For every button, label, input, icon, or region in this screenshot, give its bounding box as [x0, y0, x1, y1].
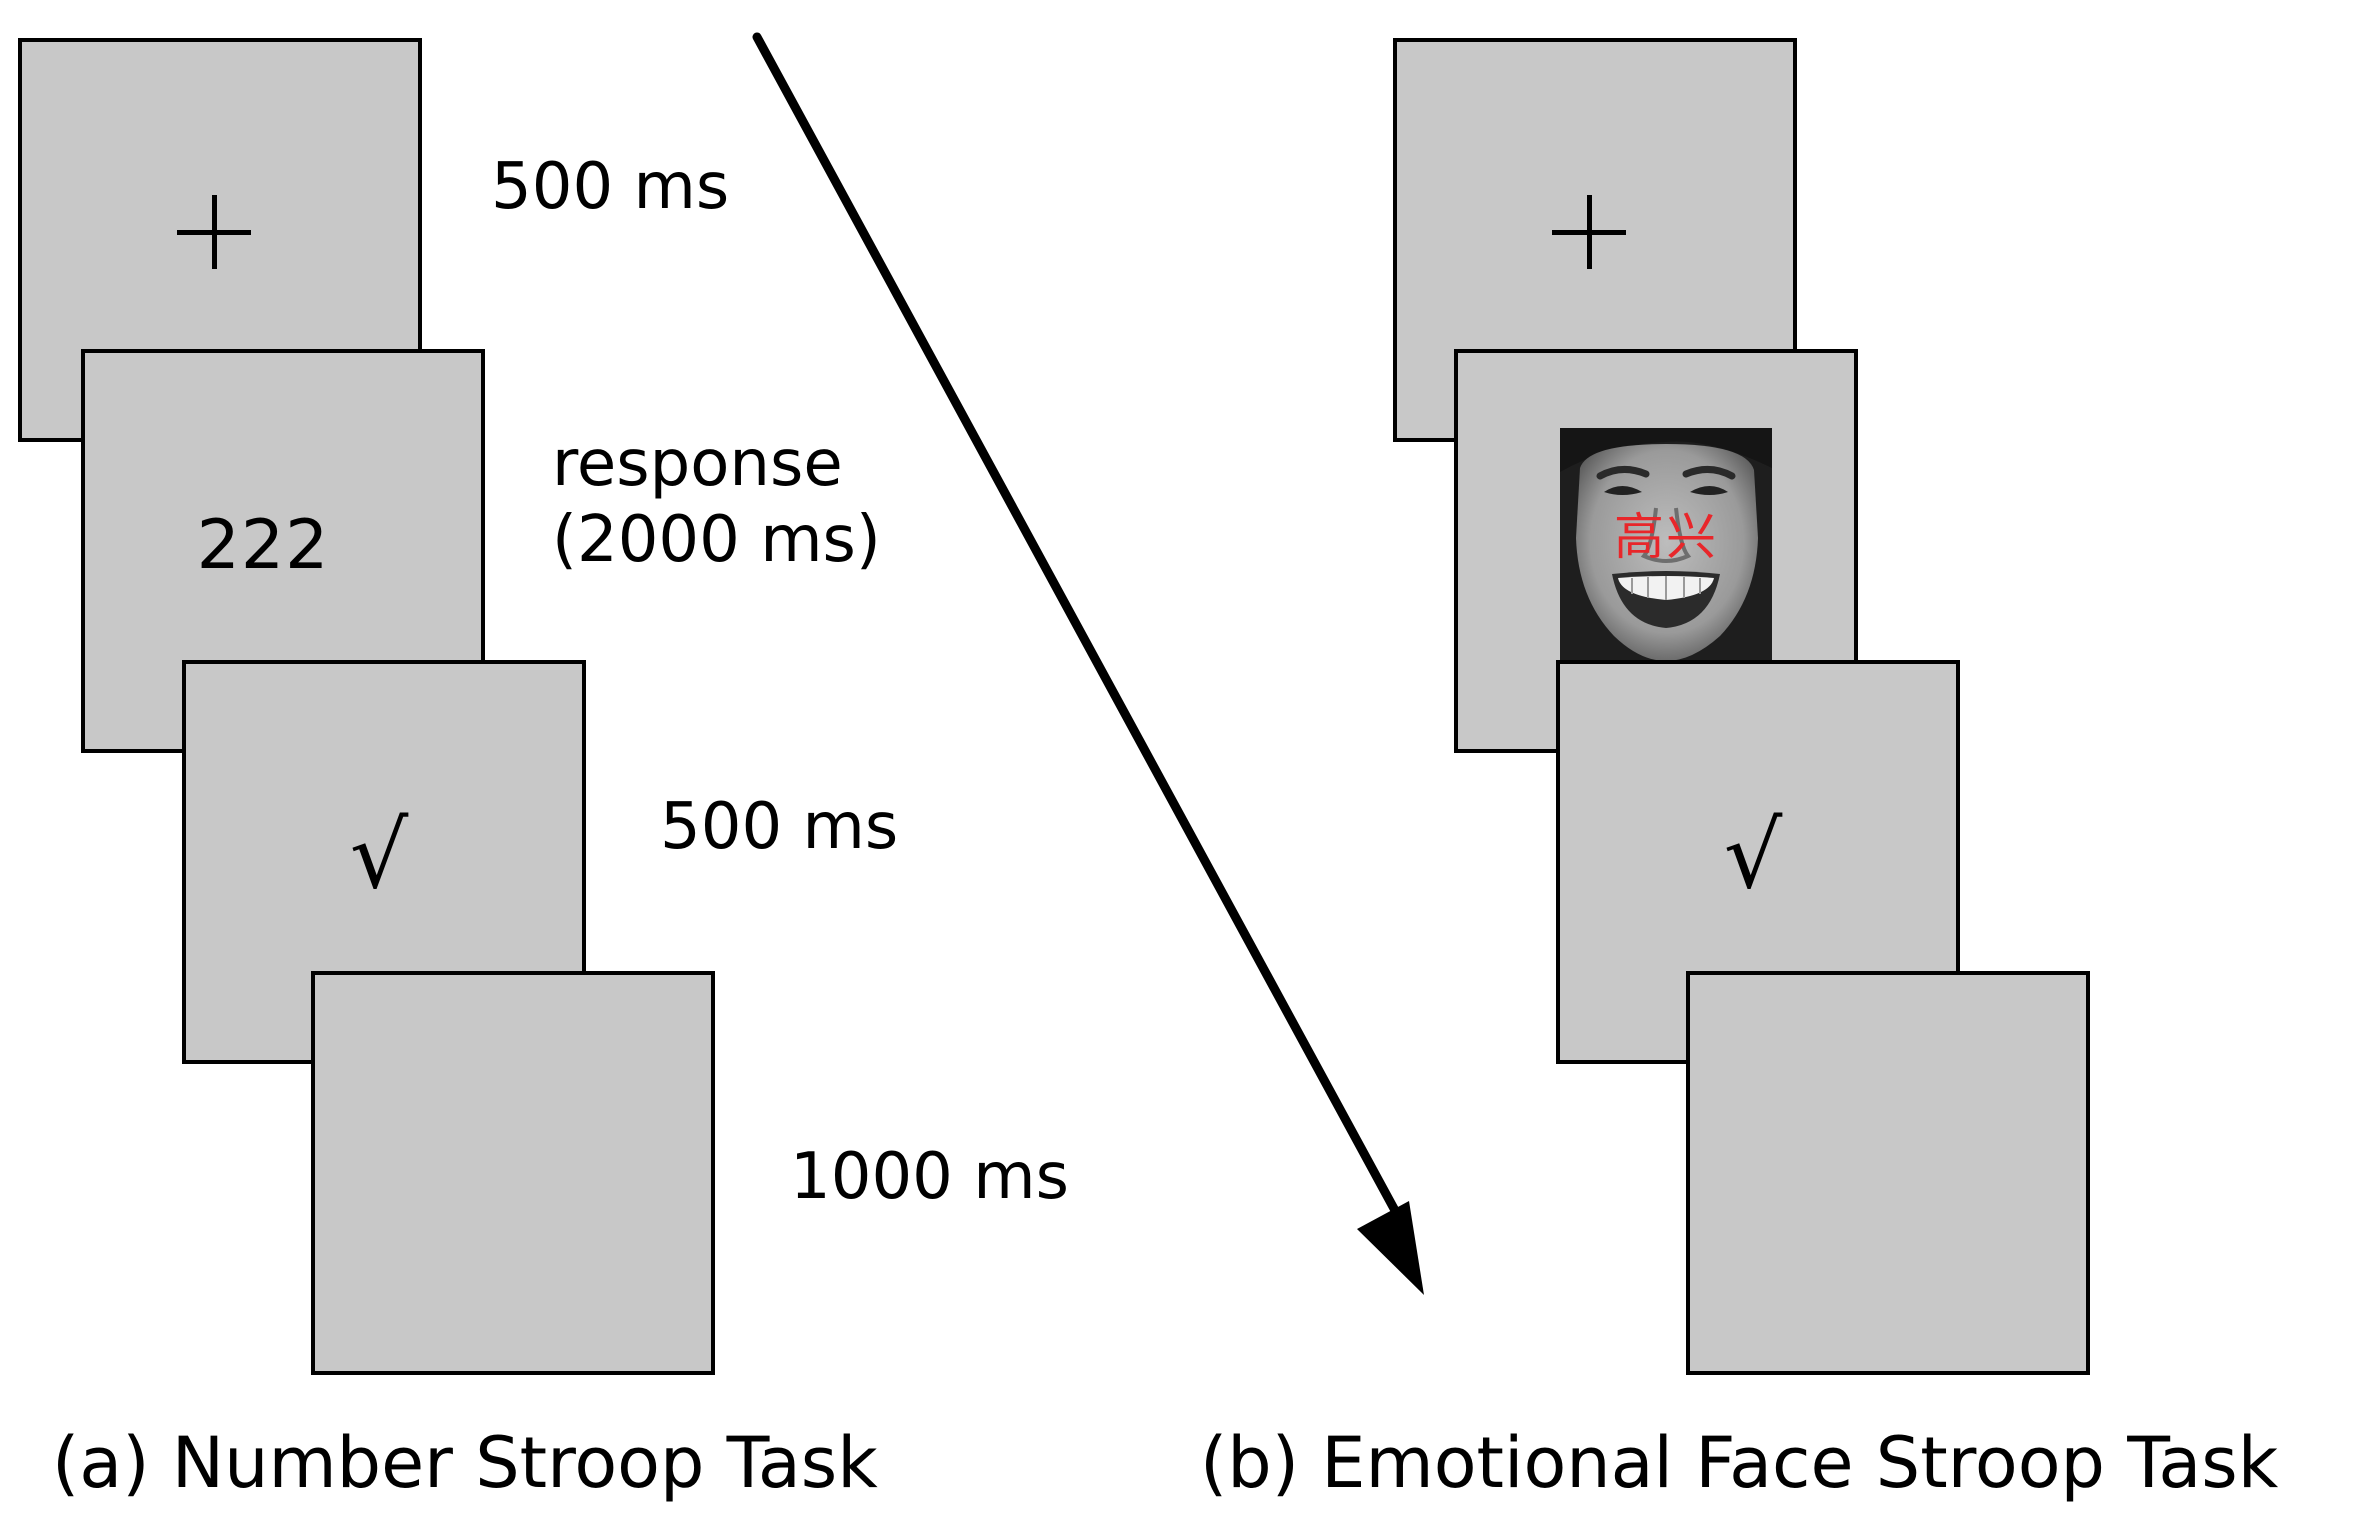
- caption-number-stroop: (a) Number Stroop Task: [52, 1422, 878, 1504]
- checkmark-icon: √: [1723, 802, 1783, 909]
- duration-response: response (2000 ms): [552, 427, 881, 578]
- emotion-word: 高兴: [1614, 508, 1718, 566]
- face-photo: 高兴: [1560, 428, 1772, 661]
- duration-fixation-a: 500 ms: [491, 150, 730, 224]
- duration-feedback-a: 500 ms: [660, 790, 899, 864]
- fixation-cross-a: [177, 195, 251, 269]
- caption-emotional-face-stroop: (b) Emotional Face Stroop Task: [1200, 1422, 2279, 1504]
- duration-response-line2: (2000 ms): [552, 502, 881, 577]
- blank-screen-b: [1686, 971, 2090, 1375]
- duration-blank-a: 1000 ms: [790, 1140, 1069, 1214]
- duration-response-line1: response: [552, 427, 843, 501]
- smiling-face-image: [1560, 428, 1772, 661]
- number-stimulus: 222: [196, 506, 330, 585]
- checkmark-icon: √: [349, 802, 409, 909]
- fixation-cross-b: [1552, 195, 1626, 269]
- blank-screen-a: [311, 971, 715, 1375]
